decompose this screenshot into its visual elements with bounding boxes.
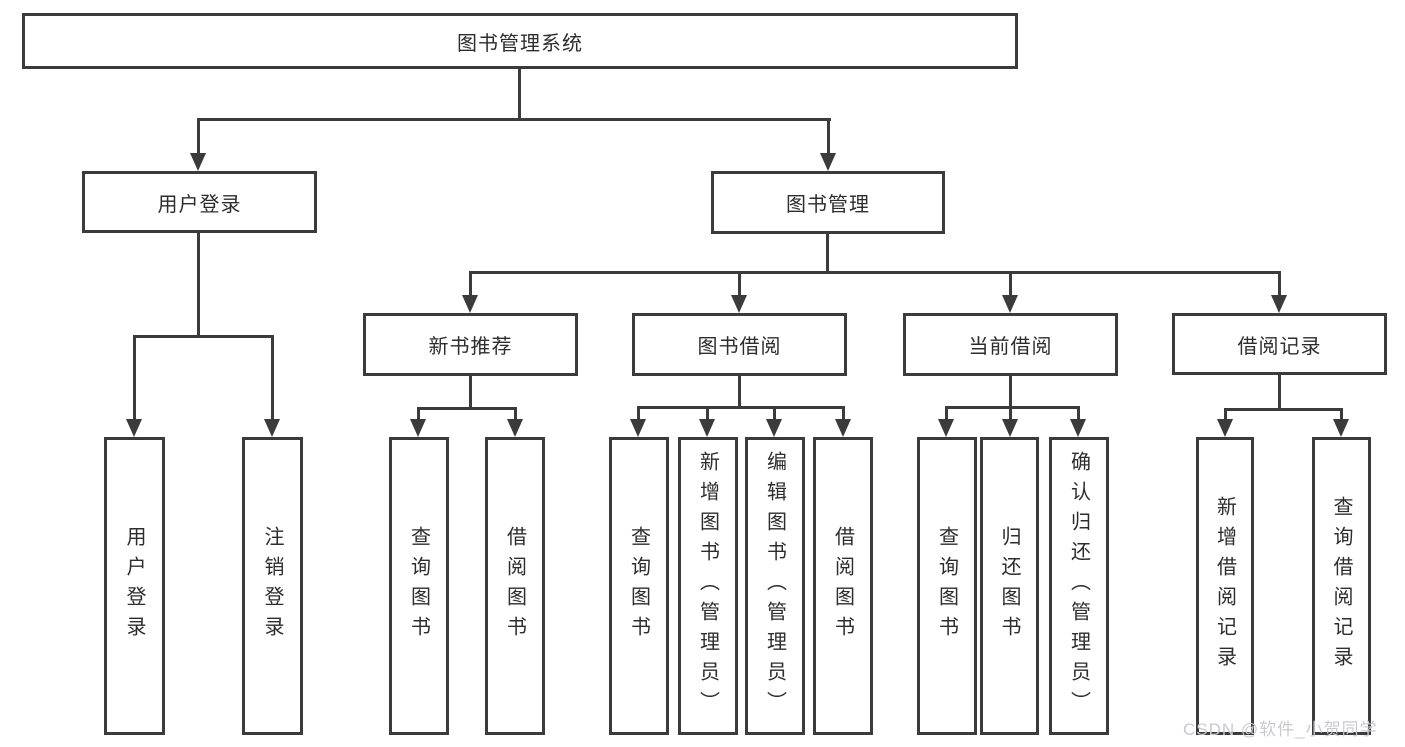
- connector-line: [637, 406, 640, 421]
- connector-line: [842, 406, 845, 421]
- arrow-down-icon: [462, 295, 478, 313]
- connector-line: [945, 406, 948, 421]
- connector-line: [271, 335, 274, 421]
- leaf-return-books-label: 归还图书: [998, 526, 1020, 646]
- connector-line: [197, 118, 200, 156]
- leaf-edit-books-admin-label: 编辑图书（管理员）: [763, 451, 786, 721]
- connector-line: [706, 406, 709, 421]
- connector-line: [738, 376, 741, 406]
- connector-line: [738, 271, 741, 298]
- node-user-login: 用户登录: [82, 171, 317, 233]
- node-new-book-recommend-label: 新书推荐: [428, 336, 513, 358]
- arrow-down-icon: [410, 419, 426, 437]
- arrow-down-icon: [1217, 419, 1233, 437]
- node-current-borrowing: 当前借阅: [903, 313, 1118, 376]
- node-book-management: 图书管理: [711, 171, 945, 234]
- arrow-down-icon: [126, 419, 142, 437]
- leaf-user-login-label: 用户登录: [123, 526, 145, 646]
- leaf-add-books-admin: 新增图书（管理员）: [678, 437, 738, 735]
- arrow-down-icon: [1271, 295, 1287, 313]
- arrow-down-icon: [699, 419, 715, 437]
- leaf-confirm-return-admin: 确认归还（管理员）: [1049, 437, 1109, 735]
- node-current-borrowing-label: 当前借阅: [968, 336, 1053, 358]
- leaf-add-borrow-record: 新增借阅记录: [1196, 437, 1254, 735]
- connector-line: [1009, 271, 1012, 298]
- connector-line: [1224, 408, 1227, 421]
- connector-line: [417, 407, 517, 410]
- node-user-login-label: 用户登录: [157, 193, 242, 216]
- leaf-logout-label: 注销登录: [261, 526, 283, 646]
- node-root: 图书管理系统: [22, 13, 1018, 69]
- arrow-down-icon: [835, 419, 851, 437]
- arrow-down-icon: [630, 419, 646, 437]
- connector-line: [133, 335, 274, 338]
- leaf-return-books: 归还图书: [980, 437, 1039, 735]
- arrow-down-icon: [1002, 295, 1018, 313]
- arrow-down-icon: [1333, 419, 1349, 437]
- connector-line: [518, 68, 521, 120]
- connector-line: [637, 406, 845, 409]
- leaf-borrow-books-borrowing: 借阅图书: [813, 437, 873, 735]
- arrow-down-icon: [820, 153, 836, 171]
- node-borrowing-records-label: 借阅记录: [1237, 335, 1322, 358]
- connector-line: [1278, 271, 1281, 298]
- node-book-borrowing: 图书借阅: [632, 313, 847, 376]
- arrow-down-icon: [938, 419, 954, 437]
- connector-line: [1278, 375, 1281, 408]
- arrow-down-icon: [507, 419, 523, 437]
- connector-line: [469, 271, 472, 298]
- leaf-confirm-return-admin-label: 确认归还（管理员）: [1067, 451, 1090, 721]
- leaf-add-borrow-record-label: 新增借阅记录: [1213, 496, 1236, 676]
- connector-line: [514, 407, 517, 421]
- leaf-add-books-admin-label: 新增图书（管理员）: [696, 451, 719, 721]
- connector-line: [1077, 406, 1080, 421]
- arrow-down-icon: [766, 419, 782, 437]
- leaf-borrow-books-borrowing-label: 借阅图书: [831, 526, 854, 646]
- connector-line: [1340, 408, 1343, 421]
- connector-line: [1224, 408, 1343, 411]
- node-root-label: 图书管理系统: [457, 32, 583, 55]
- arrow-down-icon: [264, 419, 280, 437]
- connector-line: [827, 118, 830, 156]
- leaf-query-borrow-record-label: 查询借阅记录: [1330, 496, 1352, 676]
- arrow-down-icon: [1002, 419, 1018, 437]
- connector-line: [417, 407, 420, 421]
- connector-line: [469, 271, 1281, 274]
- connector-line: [773, 406, 776, 421]
- leaf-borrow-books-recommend-label: 借阅图书: [503, 526, 526, 646]
- connector-line: [1009, 406, 1012, 421]
- node-new-book-recommend: 新书推荐: [363, 313, 578, 376]
- leaf-query-books-recommend-label: 查询图书: [407, 526, 430, 646]
- leaf-query-books-recommend: 查询图书: [389, 437, 449, 735]
- leaf-query-books-current-label: 查询图书: [935, 526, 958, 646]
- leaf-query-books-borrowing: 查询图书: [609, 437, 669, 735]
- leaf-edit-books-admin: 编辑图书（管理员）: [745, 437, 805, 735]
- node-book-management-label: 图书管理: [786, 194, 870, 216]
- leaf-query-books-current: 查询图书: [917, 437, 977, 735]
- node-book-borrowing-label: 图书借阅: [697, 336, 782, 358]
- arrow-down-icon: [1070, 419, 1086, 437]
- arrow-down-icon: [731, 295, 747, 313]
- connector-line: [945, 406, 1080, 409]
- leaf-query-borrow-record: 查询借阅记录: [1312, 437, 1371, 735]
- connector-line: [197, 233, 200, 335]
- connector-line: [133, 335, 136, 421]
- leaf-borrow-books-recommend: 借阅图书: [485, 437, 545, 735]
- connector-line: [826, 234, 829, 271]
- leaf-query-books-borrowing-label: 查询图书: [627, 526, 650, 646]
- leaf-logout: 注销登录: [242, 437, 303, 735]
- leaf-user-login: 用户登录: [104, 437, 165, 735]
- connector-line: [1009, 376, 1012, 406]
- connector-line: [197, 118, 831, 121]
- node-borrowing-records: 借阅记录: [1172, 313, 1387, 375]
- connector-line: [469, 376, 472, 407]
- csdn-watermark: CSDN @软件_小贺同学: [1183, 720, 1378, 739]
- arrow-down-icon: [190, 153, 206, 171]
